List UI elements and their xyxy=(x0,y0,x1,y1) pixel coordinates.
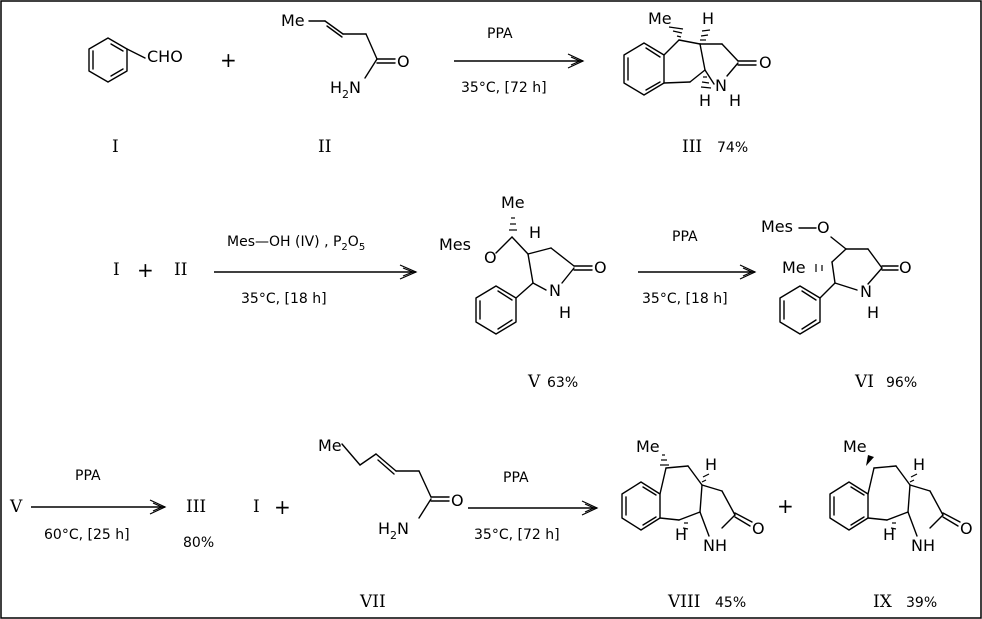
atom-o: O xyxy=(594,258,607,277)
compound-III-indanopyrrolidinone: Me H O N H H xyxy=(623,9,772,110)
arrow-2-conditions: 35°C, [18 h] xyxy=(241,291,327,307)
atom-mes: Mes xyxy=(439,235,471,254)
compound-VII-hexenamide: Me O H2N xyxy=(318,436,464,542)
atom-me: Me xyxy=(843,437,867,456)
atom-o: O xyxy=(451,491,464,510)
arrow-5-conditions: 35°C, [72 h] xyxy=(474,527,560,543)
arrow-1-conditions: 35°C, [72 h] xyxy=(461,80,547,96)
row3-yield-III: 80% xyxy=(183,535,214,551)
atom-nh: NH xyxy=(703,536,727,555)
plus-sign: + xyxy=(220,48,237,72)
row2-plus: + xyxy=(137,258,154,282)
reaction-arrow-5: PPA 35°C, [72 h] xyxy=(468,470,599,543)
atom-h-bottom: H xyxy=(883,525,895,544)
row3-plus: + xyxy=(274,495,291,519)
label-VIII: VIII xyxy=(667,592,700,612)
atom-nh: H xyxy=(559,303,571,322)
arrow-5-reagent: PPA xyxy=(503,470,529,486)
row3-label-V: V xyxy=(9,497,23,517)
arrow-4-conditions: 60°C, [25 h] xyxy=(44,527,130,543)
atom-me: Me xyxy=(501,193,525,212)
compound-II-pentenamide: Me O H2N xyxy=(281,11,410,101)
atom-cho: CHO xyxy=(147,47,183,66)
row3-label-III: III xyxy=(186,497,206,517)
atom-me: Me xyxy=(636,437,660,456)
reaction-arrow-1: PPA 35°C, [72 h] xyxy=(454,26,585,96)
yield-III: 74% xyxy=(717,140,748,156)
atom-me: Me xyxy=(782,258,806,277)
arrow-3-conditions: 35°C, [18 h] xyxy=(642,291,728,307)
atom-nh2: H2N xyxy=(330,78,361,101)
label-II: II xyxy=(318,137,331,157)
compound-V-pyrrolidinone: Me Mes O H O N H xyxy=(439,193,607,335)
compound-IX-tricyclic-lactam: Me H O NH H xyxy=(829,437,973,555)
label-IX: IX xyxy=(873,592,893,612)
atom-me: Me xyxy=(318,436,342,455)
atom-o: O xyxy=(899,258,912,277)
atom-o-ether: O xyxy=(484,248,497,267)
arrow-4-reagent: PPA xyxy=(75,468,101,484)
atom-mes: Mes xyxy=(761,217,793,236)
reaction-arrow-3: PPA 35°C, [18 h] xyxy=(638,229,757,307)
atom-o: O xyxy=(759,53,772,72)
atom-me: Me xyxy=(281,11,305,30)
yield-V: 63% xyxy=(547,375,578,391)
atom-o: O xyxy=(397,52,410,71)
atom-h-top: H xyxy=(702,9,714,28)
compound-VIII-tricyclic-lactam: Me H O NH H xyxy=(621,437,765,555)
atom-h-top: H xyxy=(705,455,717,474)
atom-nh: NH xyxy=(911,536,935,555)
label-VI: VI xyxy=(854,372,874,392)
compound-I-benzaldehyde: CHO xyxy=(88,37,183,83)
atom-h-bottom: H xyxy=(699,91,711,110)
row2-label-I: I xyxy=(113,260,120,280)
compound-VI-piperidinone: Mes O O N H Me xyxy=(761,217,912,335)
row3-label-I: I xyxy=(253,497,260,517)
atom-nh: H xyxy=(729,91,741,110)
label-III: III xyxy=(682,137,702,157)
atom-h-bottom: H xyxy=(675,525,687,544)
atom-o: O xyxy=(960,519,973,538)
atom-n: N xyxy=(549,281,561,300)
atom-me: Me xyxy=(648,9,672,28)
arrow-3-reagent: PPA xyxy=(672,229,698,245)
atom-o: O xyxy=(752,519,765,538)
atom-n: N xyxy=(860,282,872,301)
atom-n: N xyxy=(715,76,727,95)
atom-h: H xyxy=(529,223,541,242)
row2-label-II: II xyxy=(174,260,187,280)
label-I: I xyxy=(112,137,119,157)
atom-o-ether: O xyxy=(817,218,830,237)
label-V: V xyxy=(527,372,541,392)
arrow-1-reagent: PPA xyxy=(487,26,513,42)
yield-VI: 96% xyxy=(886,375,917,391)
yield-VIII: 45% xyxy=(715,595,746,611)
label-VII: VII xyxy=(359,592,386,612)
yield-IX: 39% xyxy=(906,595,937,611)
reaction-arrow-2: Mes—OH (IV) , P2O5 35°C, [18 h] xyxy=(214,234,418,307)
atom-nh: H xyxy=(867,303,879,322)
reaction-arrow-4: PPA 60°C, [25 h] xyxy=(31,468,167,543)
arrow-2-reagents: Mes—OH (IV) , P2O5 xyxy=(227,234,365,253)
row3-plus-2: + xyxy=(777,494,794,518)
atom-h-top: H xyxy=(913,455,925,474)
atom-nh2: H2N xyxy=(378,519,409,542)
